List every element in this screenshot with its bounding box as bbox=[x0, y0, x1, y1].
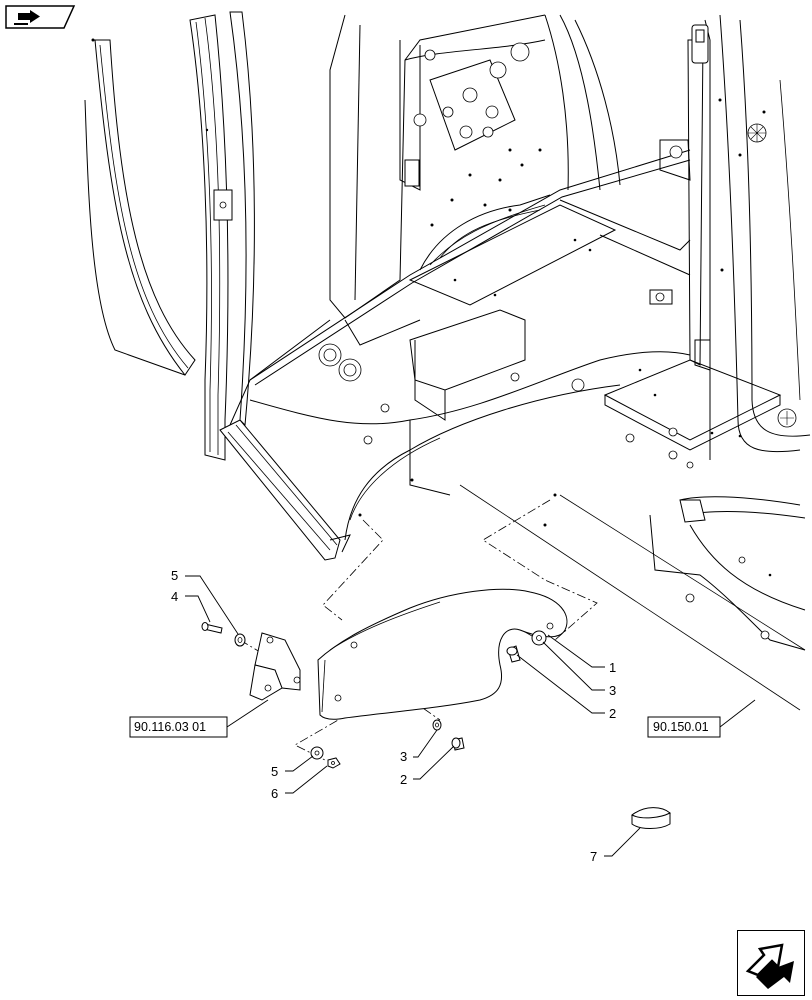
plug-part-7 bbox=[631, 807, 671, 829]
reference-90-116-03-01[interactable]: 90.116.03 01 bbox=[129, 716, 228, 738]
callout-5-lower: 5 bbox=[271, 764, 278, 779]
rear-fender-right bbox=[459, 484, 806, 711]
nut-part-6 bbox=[327, 757, 341, 769]
reference-label-right: 90.150.01 bbox=[653, 720, 709, 734]
callout-3-lower: 3 bbox=[400, 749, 407, 764]
next-page-arrow-icon[interactable] bbox=[737, 930, 805, 996]
cab-left-pillar bbox=[84, 11, 255, 461]
callout-3-right: 3 bbox=[609, 683, 616, 698]
callout-1: 1 bbox=[609, 660, 616, 675]
callout-leaders bbox=[185, 575, 756, 857]
washer-part-5-upper bbox=[234, 633, 246, 647]
cab-floor-platform bbox=[229, 139, 782, 451]
callout-4: 4 bbox=[171, 589, 178, 604]
callout-7: 7 bbox=[590, 849, 597, 864]
callout-5-upper: 5 bbox=[171, 568, 178, 583]
page-back-arrow-icon[interactable] bbox=[4, 4, 76, 29]
mounting-bracket bbox=[249, 632, 301, 701]
cab-right-pillar bbox=[687, 14, 811, 460]
mudguard-part-1 bbox=[317, 588, 568, 720]
washer-part-3-upper bbox=[531, 630, 547, 646]
bolt-part-4 bbox=[201, 622, 223, 634]
bolt-part-2-upper bbox=[506, 645, 521, 663]
callout-labels: 5 4 1 3 2 3 2 5 6 7 bbox=[171, 568, 616, 864]
callout-6: 6 bbox=[271, 786, 278, 801]
cab-rear-wall bbox=[329, 14, 621, 319]
bolt-part-2-lower bbox=[451, 737, 465, 751]
wall-rivets bbox=[413, 148, 542, 227]
cab-step-plate bbox=[219, 419, 351, 561]
reference-label-left: 90.116.03 01 bbox=[134, 720, 206, 734]
callout-2-lower: 2 bbox=[400, 772, 407, 787]
washer-part-3-lower bbox=[432, 719, 442, 731]
wheel-arch-fender bbox=[249, 351, 694, 541]
callout-2-right: 2 bbox=[609, 706, 616, 721]
reference-90-150-01[interactable]: 90.150.01 bbox=[647, 716, 721, 738]
washer-part-5-lower bbox=[310, 746, 324, 760]
